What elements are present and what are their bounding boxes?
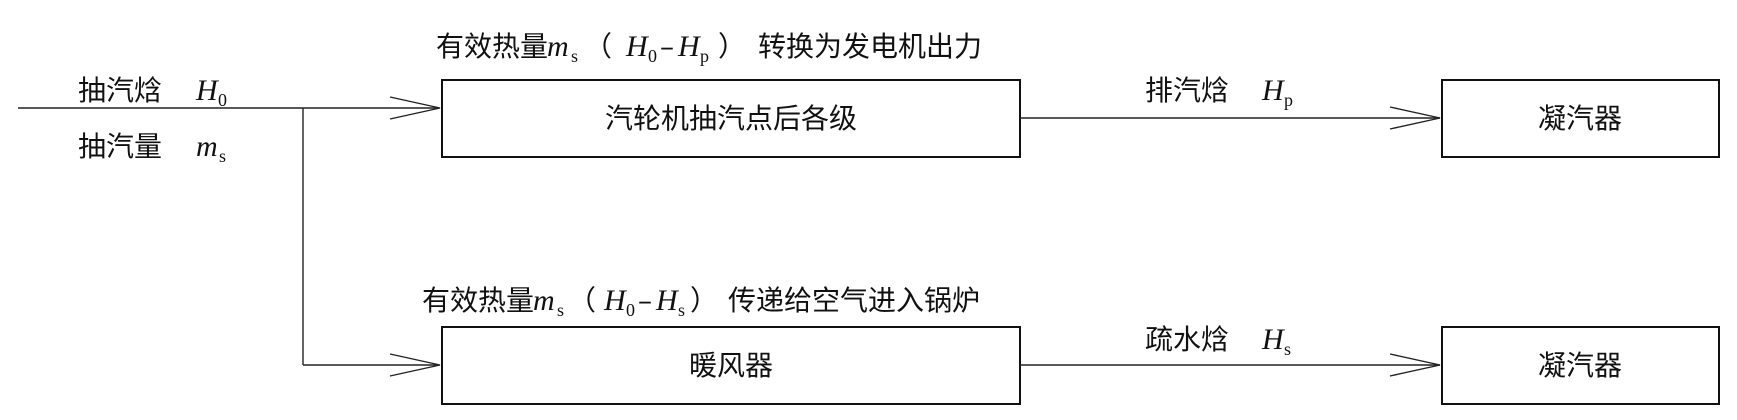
- exhaust-enthalpy-text: 排汽焓: [1145, 74, 1229, 107]
- bottom-caption-h2: H: [655, 284, 680, 317]
- top-caption-h1-sub: 0: [648, 46, 657, 66]
- condenser-box-bottom: [1441, 326, 1720, 405]
- input-enthalpy-symbol: H: [195, 74, 220, 107]
- condenser-label-bottom: 凝汽器: [1538, 349, 1622, 382]
- top-caption-h1: H: [625, 30, 650, 63]
- bottom-caption-dash: –: [638, 284, 652, 317]
- bottom-caption-prefix: 有效热量: [422, 284, 534, 317]
- bottom-caption: 有效热量 m s （ H 0 – H s ） 传递给空气进入锅炉: [422, 284, 980, 320]
- drain-enthalpy-text: 疏水焓: [1145, 323, 1229, 356]
- top-caption-suffix: 转换为发电机出力: [758, 30, 982, 63]
- bottom-caption-h2-sub: s: [678, 300, 685, 320]
- turbine-stages-label: 汽轮机抽汽点后各级: [605, 102, 857, 135]
- exhaust-enthalpy-symbol: H: [1261, 74, 1286, 107]
- bottom-caption-h1-sub: 0: [626, 300, 635, 320]
- top-caption-m-sub: s: [571, 46, 578, 66]
- top-caption-h2: H: [677, 30, 702, 63]
- top-caption-close: ）: [718, 30, 746, 63]
- input-flow-symbol: m: [196, 130, 218, 163]
- top-caption-m: m: [547, 30, 569, 63]
- arrow-to-turbine: [389, 96, 441, 120]
- input-flow-text: 抽汽量: [78, 130, 162, 163]
- bottom-caption-m-sub: s: [557, 300, 564, 320]
- top-caption-prefix: 有效热量: [436, 30, 548, 63]
- condenser-label-top: 凝汽器: [1538, 102, 1622, 135]
- exhaust-enthalpy-label: 排汽焓 H p: [1145, 74, 1293, 110]
- input-flow-label: 抽汽量 m s: [78, 130, 226, 166]
- air-heater-label: 暖风器: [689, 349, 773, 382]
- condenser-box-top: [1441, 79, 1720, 158]
- bottom-caption-h1: H: [603, 284, 628, 317]
- top-caption-h2-sub: p: [700, 46, 709, 66]
- bottom-caption-suffix: 传递给空气进入锅炉: [728, 284, 980, 317]
- arrow-to-condenser-bottom: [1389, 353, 1441, 377]
- bottom-caption-close: ）: [690, 284, 718, 317]
- top-caption-dash: –: [660, 30, 674, 63]
- bottom-caption-m: m: [533, 284, 555, 317]
- drain-enthalpy-subscript: s: [1284, 339, 1291, 359]
- arrow-to-heater: [389, 353, 441, 377]
- input-flow-subscript: s: [219, 146, 226, 166]
- arrow-to-condenser-top: [1389, 106, 1441, 130]
- drain-enthalpy-symbol: H: [1261, 323, 1286, 356]
- top-caption: 有效热量 m s （ H 0 – H p ） 转换为发电机出力: [436, 30, 982, 66]
- air-heater-box: [441, 326, 1021, 405]
- top-caption-open: （: [584, 30, 612, 63]
- drain-enthalpy-label: 疏水焓 H s: [1145, 323, 1291, 359]
- input-enthalpy-subscript: 0: [218, 90, 227, 110]
- input-enthalpy-label: 抽汽焓 H 0: [78, 74, 227, 110]
- bottom-caption-open: （: [568, 284, 596, 317]
- exhaust-enthalpy-subscript: p: [1284, 90, 1293, 110]
- input-enthalpy-text: 抽汽焓: [78, 74, 162, 107]
- turbine-stages-box: [441, 79, 1021, 158]
